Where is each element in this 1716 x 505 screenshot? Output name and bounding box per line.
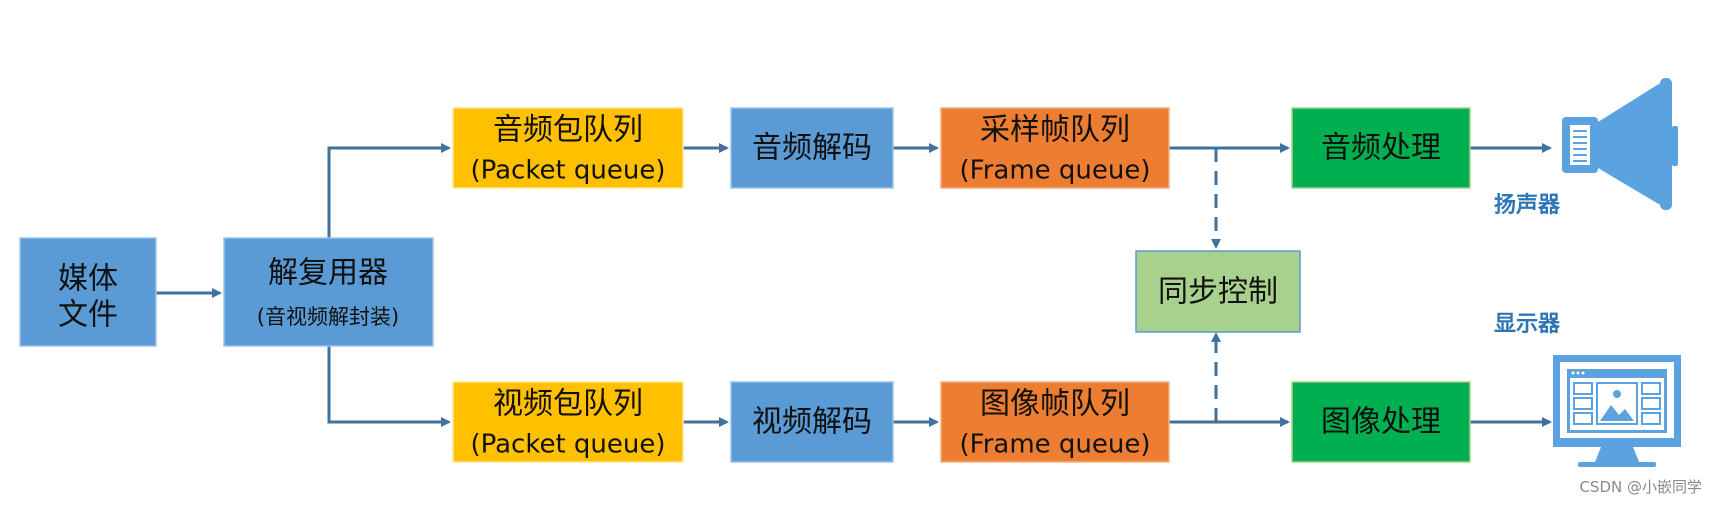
audio-process-label: 音频处理 (1321, 131, 1441, 166)
video-decode-label: 视频解码 (752, 405, 872, 440)
demuxer-box: 解复用器 (音视频解封装) (223, 237, 434, 347)
video-frame-queue-box: 图像帧队列 (Frame queue) (940, 381, 1170, 463)
media-file-line2: 文件 (58, 298, 118, 333)
speaker-icon (1562, 78, 1678, 210)
demuxer-title: 解复用器 (268, 256, 388, 291)
video-packet-queue-subtitle: (Packet queue) (470, 430, 665, 460)
speaker-label: 扬声器 (1494, 193, 1561, 218)
audio-decode-box: 音频解码 (730, 107, 894, 189)
audio-frame-queue-box: 采样帧队列 (Frame queue) (940, 107, 1170, 189)
video-process-box: 图像处理 (1291, 381, 1471, 463)
video-frame-queue-subtitle: (Frame queue) (959, 430, 1150, 460)
monitor-icon (1553, 355, 1681, 467)
video-packet-queue-title: 视频包队列 (493, 387, 643, 422)
media-file-box: 媒体 文件 (19, 237, 157, 347)
demuxer-subtitle: (音视频解封装) (257, 305, 399, 329)
display-label: 显示器 (1494, 312, 1561, 337)
audio-decode-label: 音频解码 (752, 131, 872, 166)
audio-process-box: 音频处理 (1291, 107, 1471, 189)
video-frame-queue-title: 图像帧队列 (980, 387, 1130, 422)
video-packet-queue-box: 视频包队列 (Packet queue) (452, 381, 684, 463)
connectors (156, 143, 1552, 427)
audio-frame-queue-title: 采样帧队列 (980, 113, 1130, 148)
arrow-demuxer-to-video-queue (327, 346, 451, 427)
video-process-label: 图像处理 (1321, 405, 1441, 440)
sync-control-box: 同步控制 (1135, 250, 1301, 333)
audio-frame-queue-subtitle: (Frame queue) (959, 156, 1150, 186)
arrow-demuxer-to-audio-queue (327, 143, 451, 238)
media-file-line1: 媒体 (58, 262, 118, 297)
video-decode-box: 视频解码 (730, 381, 894, 463)
watermark: CSDN @小嵌同学 (1579, 478, 1702, 496)
audio-packet-queue-title: 音频包队列 (493, 113, 643, 148)
audio-packet-queue-box: 音频包队列 (Packet queue) (452, 107, 684, 189)
sync-control-label: 同步控制 (1158, 275, 1278, 310)
audio-packet-queue-subtitle: (Packet queue) (470, 156, 665, 186)
